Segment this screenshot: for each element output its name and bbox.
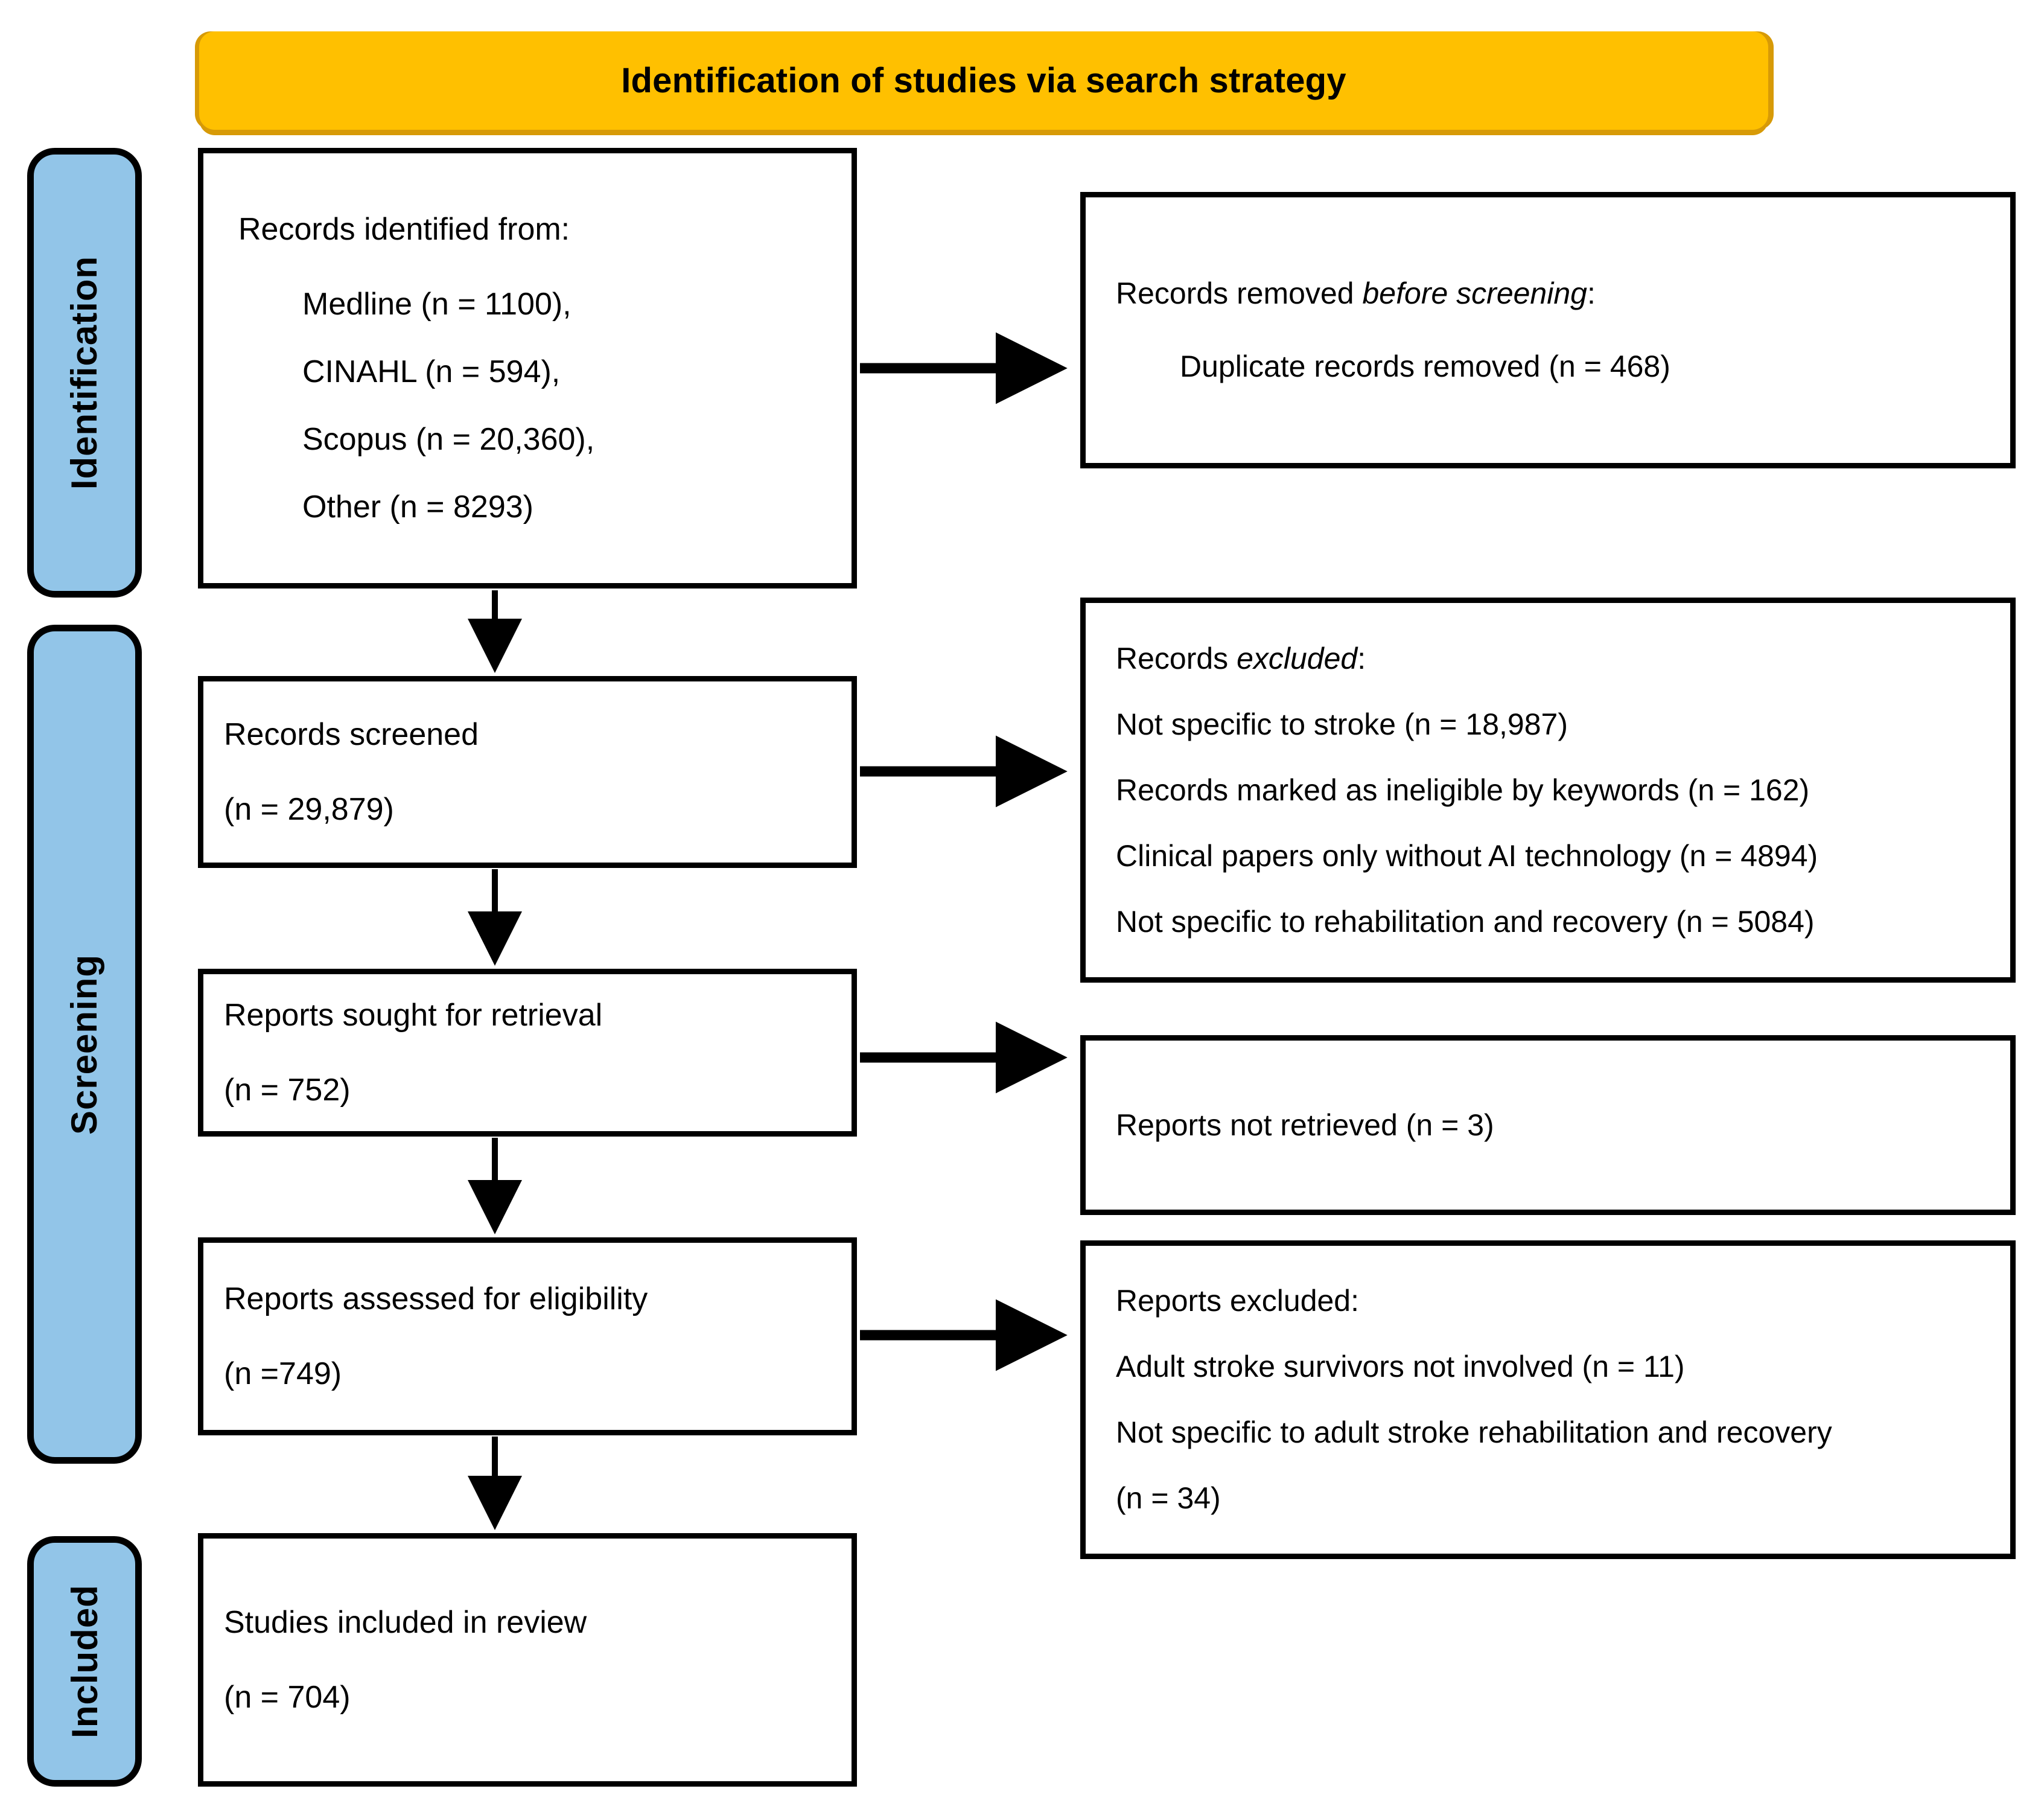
box-reports-assessed: Reports assessed for eligibility (n =749… (198, 1237, 857, 1435)
box-reports-sought: Reports sought for retrieval (n = 752) (198, 969, 857, 1137)
reports-assessed-label: Reports assessed for eligibility (224, 1281, 648, 1316)
records-screened-count: (n = 29,879) (224, 792, 394, 827)
stage-label-identification: Identification (64, 255, 105, 490)
stage-label-screening: Screening (64, 954, 105, 1135)
stage-bar-identification: Identification (27, 148, 142, 598)
studies-included-count: (n = 704) (224, 1680, 351, 1715)
duplicate-records-removed: Duplicate records removed (n = 468) (1180, 349, 1670, 383)
reports-excluded-reason-not-adult-rehab: Not specific to adult stroke rehabilitat… (1116, 1415, 1832, 1449)
box-reports-not-retrieved: Reports not retrieved (n = 3) (1080, 1035, 2016, 1215)
box-records-removed: Records removed before screening: Duplic… (1080, 192, 2016, 468)
banner-title: Identification of studies via search str… (621, 60, 1346, 100)
stage-bar-screening: Screening (27, 625, 142, 1464)
reports-assessed-count: (n =749) (224, 1356, 342, 1391)
box-records-identified: Records identified from: Medline (n = 11… (198, 148, 857, 589)
reports-excluded-reason-adult-not-involved: Adult stroke survivors not involved (n =… (1116, 1350, 1685, 1383)
studies-included-label: Studies included in review (224, 1604, 587, 1640)
records-screened-label: Records screened (224, 716, 479, 752)
records-identified-heading: Records identified from: (238, 211, 570, 247)
box-records-screened: Records screened (n = 29,879) (198, 676, 857, 868)
source-other: Other (n = 8293) (302, 490, 533, 525)
exclusion-reason-clinical-no-ai: Clinical papers only without AI technolo… (1116, 838, 1818, 873)
box-records-excluded: Records excluded: Not specific to stroke… (1080, 598, 2016, 983)
identification-banner: Identification of studies via search str… (199, 31, 1768, 130)
box-reports-excluded: Reports excluded: Adult stroke survivors… (1080, 1240, 2016, 1559)
exclusion-reason-not-rehab-recovery: Not specific to rehabilitation and recov… (1116, 904, 1815, 939)
source-cinahl: CINAHL (n = 594), (302, 354, 561, 389)
exclusion-reason-not-specific-stroke: Not specific to stroke (n = 18,987) (1116, 707, 1568, 741)
reports-sought-count: (n = 752) (224, 1073, 351, 1108)
exclusion-reason-ineligible-keywords: Records marked as ineligible by keywords… (1116, 773, 1810, 807)
source-scopus: Scopus (n = 20,360), (302, 422, 595, 458)
stage-label-included: Included (64, 1584, 105, 1738)
box-studies-included: Studies included in review (n = 704) (198, 1533, 857, 1787)
records-removed-heading: Records removed before screening: (1116, 276, 1596, 310)
reports-not-retrieved-text: Reports not retrieved (n = 3) (1116, 1108, 1494, 1142)
reports-sought-label: Reports sought for retrieval (224, 997, 603, 1033)
stage-bar-included: Included (27, 1536, 142, 1787)
source-medline: Medline (n = 1100), (302, 286, 571, 322)
records-excluded-heading: Records excluded: (1116, 641, 1366, 675)
reports-excluded-reason-count: (n = 34) (1116, 1481, 1221, 1515)
reports-excluded-heading: Reports excluded: (1116, 1284, 1360, 1318)
